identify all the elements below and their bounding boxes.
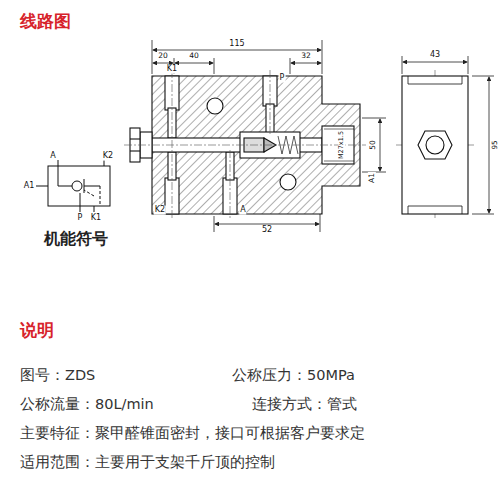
dimension: 115 — [228, 40, 245, 49]
symbol-port: A1 — [23, 182, 36, 191]
port-label: P — [279, 74, 286, 83]
thread-size: M27x1.5 — [338, 130, 345, 160]
symbol-port: P — [77, 214, 84, 223]
port-label: K2 — [154, 206, 166, 215]
spec-text: 适用范围：主要用于支架千斤顶的控制 — [20, 455, 275, 471]
port-label: A1 — [368, 172, 376, 184]
dimension: 43 — [429, 51, 441, 60]
spec-text: 连接方式：管式 — [252, 397, 357, 413]
symbol-port: K1 — [90, 214, 102, 223]
symbol-caption: 机能符号 — [44, 230, 108, 248]
symbol-port: K2 — [102, 152, 114, 161]
dimension: 52 — [261, 226, 273, 235]
dimension: 32 — [300, 52, 312, 60]
dimension: 40 — [188, 52, 200, 60]
page-heading: 线路图 — [20, 12, 71, 31]
section-heading: 说明 — [20, 321, 54, 340]
spec-text: 主要特征：聚甲醛锥面密封，接口可根据客户要求定 — [20, 426, 365, 442]
dimension: 50 — [369, 139, 377, 151]
dimension: 95 — [491, 139, 499, 150]
port-label: A — [239, 206, 246, 215]
spec-text: 图号：ZDS — [20, 368, 95, 384]
spec-text: 公称压力：50MPa — [232, 368, 355, 384]
spec-text: 公称流量：80L/min — [20, 397, 154, 413]
symbol-port: A — [49, 152, 56, 161]
dimension: 20 — [157, 52, 169, 60]
port-label: K1 — [166, 65, 178, 74]
